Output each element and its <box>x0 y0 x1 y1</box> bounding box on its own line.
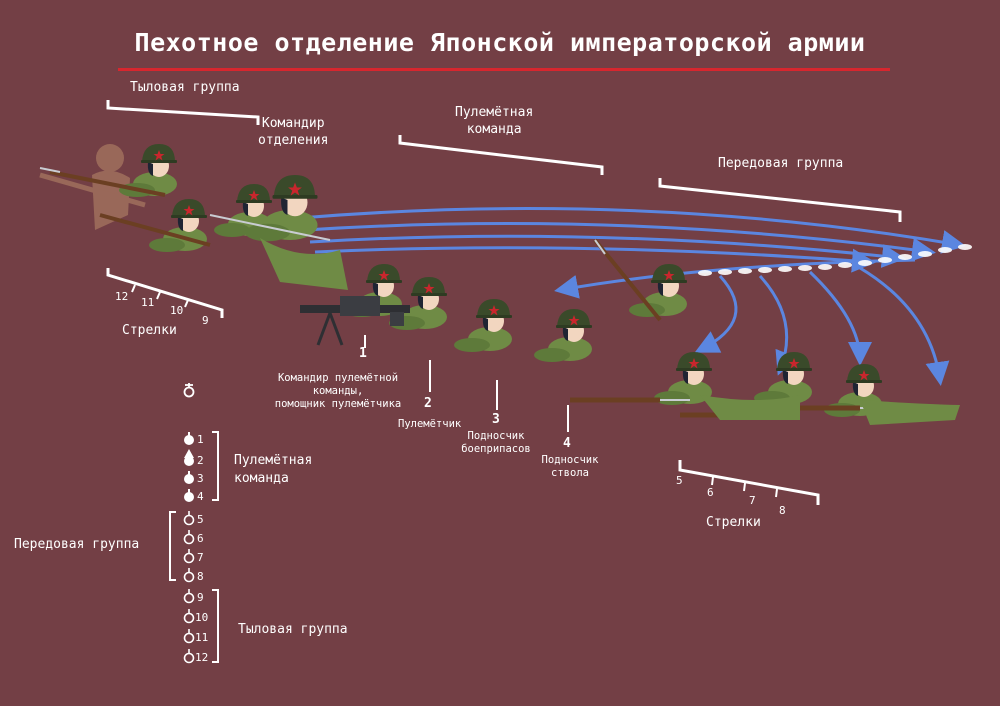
legend-num-6: 6 <box>197 532 204 545</box>
rifleman-10: 10 <box>170 304 184 317</box>
machine-gun-icon <box>300 296 410 346</box>
legend-num-3: 3 <box>197 472 204 485</box>
mg-role-3-number: 3 <box>492 412 500 427</box>
mg-role-4-label: Подносчик ствола <box>541 454 599 479</box>
legend-label-rear-group: Тыловая группа <box>238 622 348 637</box>
group-brackets <box>106 100 902 505</box>
legend-label-forward-group: Передовая группа <box>14 537 140 552</box>
legend-num-11: 11 <box>195 631 209 644</box>
commander-marker-icon <box>183 383 195 398</box>
mg-role-2-number: 2 <box>424 396 432 411</box>
legend-num-2: 2 <box>197 454 204 467</box>
legend-num-7: 7 <box>197 551 204 564</box>
mg-role-2-label: Пулемётчик <box>398 418 462 430</box>
rifleman-11: 11 <box>141 296 155 309</box>
legend-num-4: 4 <box>197 490 204 503</box>
footprint-trail <box>698 244 972 276</box>
label-squad-commander: Командир отделения <box>258 116 329 148</box>
rifleman-12: 12 <box>115 290 129 303</box>
legend-num-8: 8 <box>197 570 204 583</box>
mg-role-1-number: 1 <box>359 346 367 361</box>
label-rear-group: Тыловая группа <box>130 80 240 95</box>
label-forward-riflemen: Стрелки <box>706 515 761 530</box>
label-forward-group: Передовая группа <box>718 156 844 171</box>
page-title: Пехотное отделение Японской императорско… <box>134 28 866 57</box>
legend-num-5: 5 <box>197 513 204 526</box>
label-mg-team: Пулемётная команда <box>455 105 534 137</box>
rifleman-5: 5 <box>676 474 683 487</box>
mg-role-4-number: 4 <box>563 436 571 451</box>
legend-label-mg-team: Пулемётная команда <box>234 453 313 486</box>
legend-num-10: 10 <box>195 611 209 624</box>
mg-role-3-label: Подносчик боеприпасов <box>461 430 531 455</box>
label-rear-riflemen: Стрелки <box>122 323 177 338</box>
rifleman-9: 9 <box>202 314 209 327</box>
mg-role-1-label: Командир пулемётной команды, помощник пу… <box>274 372 402 410</box>
rifleman-8: 8 <box>779 504 786 517</box>
legend-num-9: 9 <box>197 591 204 604</box>
legend-num-12: 12 <box>195 651 209 664</box>
rifleman-6: 6 <box>707 486 714 499</box>
rifleman-7: 7 <box>749 494 756 507</box>
mg-team-markers <box>184 432 194 502</box>
legend-num-1: 1 <box>197 433 204 446</box>
title-underline <box>118 68 890 71</box>
rifleman-markers <box>183 511 195 664</box>
